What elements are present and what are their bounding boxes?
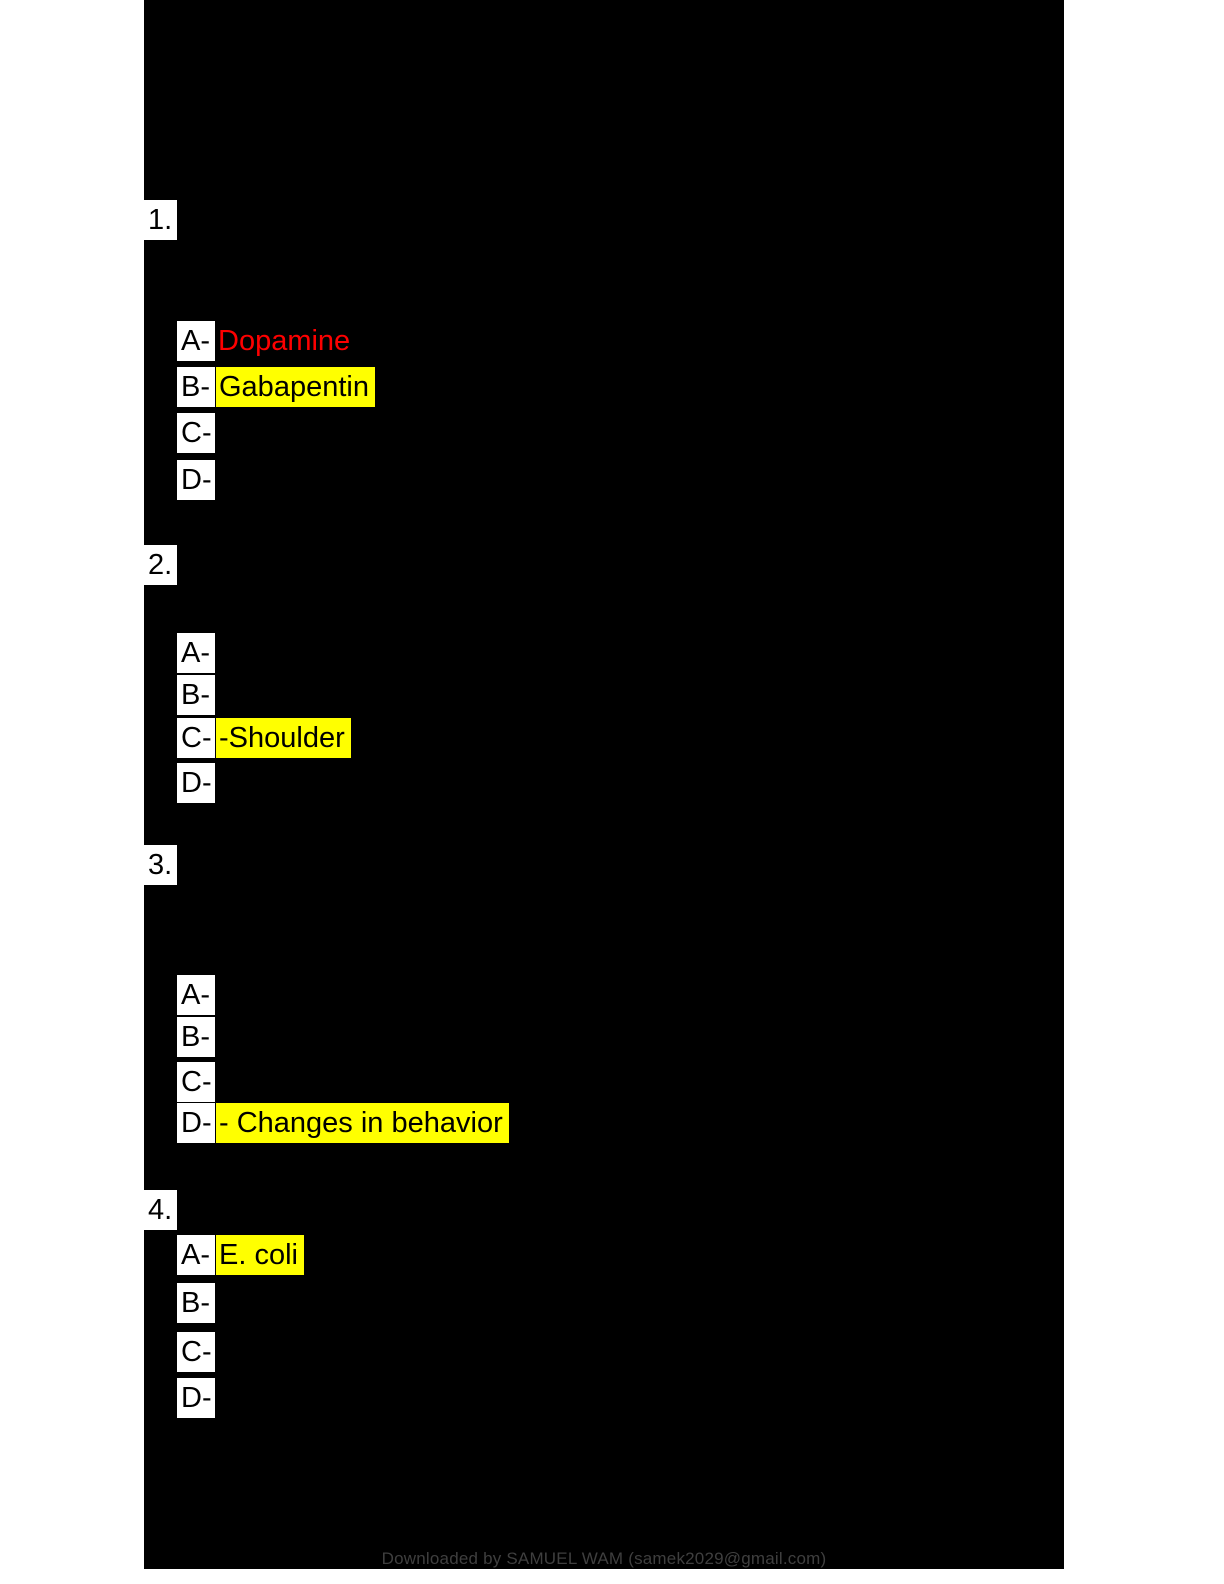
question-4-option-b: B- bbox=[177, 1283, 215, 1323]
option-letter: A- bbox=[177, 975, 215, 1015]
question-2-option-a: A- bbox=[177, 633, 215, 673]
question-1-option-d: D- bbox=[177, 460, 215, 500]
option-letter: B- bbox=[177, 367, 215, 407]
answer-text-highlighted: E. coli bbox=[216, 1235, 304, 1275]
question-2-option-b: B- bbox=[177, 675, 215, 715]
question-3-number: 3. bbox=[144, 845, 177, 885]
question-3-option-b: B- bbox=[177, 1017, 215, 1057]
question-4-option-a: A- E. coli bbox=[177, 1235, 304, 1275]
option-letter: C- bbox=[177, 1062, 215, 1102]
option-letter: D- bbox=[177, 1378, 215, 1418]
option-letter: D- bbox=[177, 1103, 215, 1143]
question-3-option-d: D- - Changes in behavior bbox=[177, 1103, 509, 1143]
question-2-option-c: C- -Shoulder bbox=[177, 718, 351, 758]
option-letter: C- bbox=[177, 718, 215, 758]
answer-text-highlighted: -Shoulder bbox=[216, 718, 351, 758]
download-watermark: Downloaded by SAMUEL WAM (samek2029@gmai… bbox=[381, 1549, 827, 1568]
option-letter: D- bbox=[177, 460, 215, 500]
question-3-option-c: C- bbox=[177, 1062, 215, 1102]
question-1-option-c: C- bbox=[177, 413, 215, 453]
option-letter: A- bbox=[177, 633, 215, 673]
question-3-option-a: A- bbox=[177, 975, 215, 1015]
answer-text: Dopamine bbox=[218, 325, 351, 357]
option-letter: A- bbox=[177, 1235, 215, 1275]
quiz-page: 1. A- Dopamine B- Gabapentin C- D- 2. A-… bbox=[144, 0, 1064, 1569]
question-1-option-a: A- Dopamine bbox=[177, 321, 350, 361]
question-4-option-d: D- bbox=[177, 1378, 215, 1418]
option-letter: A- bbox=[177, 321, 215, 361]
option-letter: B- bbox=[177, 1283, 215, 1323]
question-1-number: 1. bbox=[144, 200, 177, 240]
option-letter: B- bbox=[177, 675, 215, 715]
option-letter: D- bbox=[177, 763, 215, 803]
option-letter: C- bbox=[177, 1332, 215, 1372]
question-4-option-c: C- bbox=[177, 1332, 215, 1372]
question-4-number: 4. bbox=[144, 1190, 177, 1230]
option-letter: B- bbox=[177, 1017, 215, 1057]
answer-text-highlighted: Gabapentin bbox=[216, 367, 375, 407]
option-letter: C- bbox=[177, 413, 215, 453]
question-2-number: 2. bbox=[144, 545, 177, 585]
question-2-option-d: D- bbox=[177, 763, 215, 803]
question-1-option-b: B- Gabapentin bbox=[177, 367, 375, 407]
answer-text-highlighted: - Changes in behavior bbox=[216, 1103, 509, 1143]
